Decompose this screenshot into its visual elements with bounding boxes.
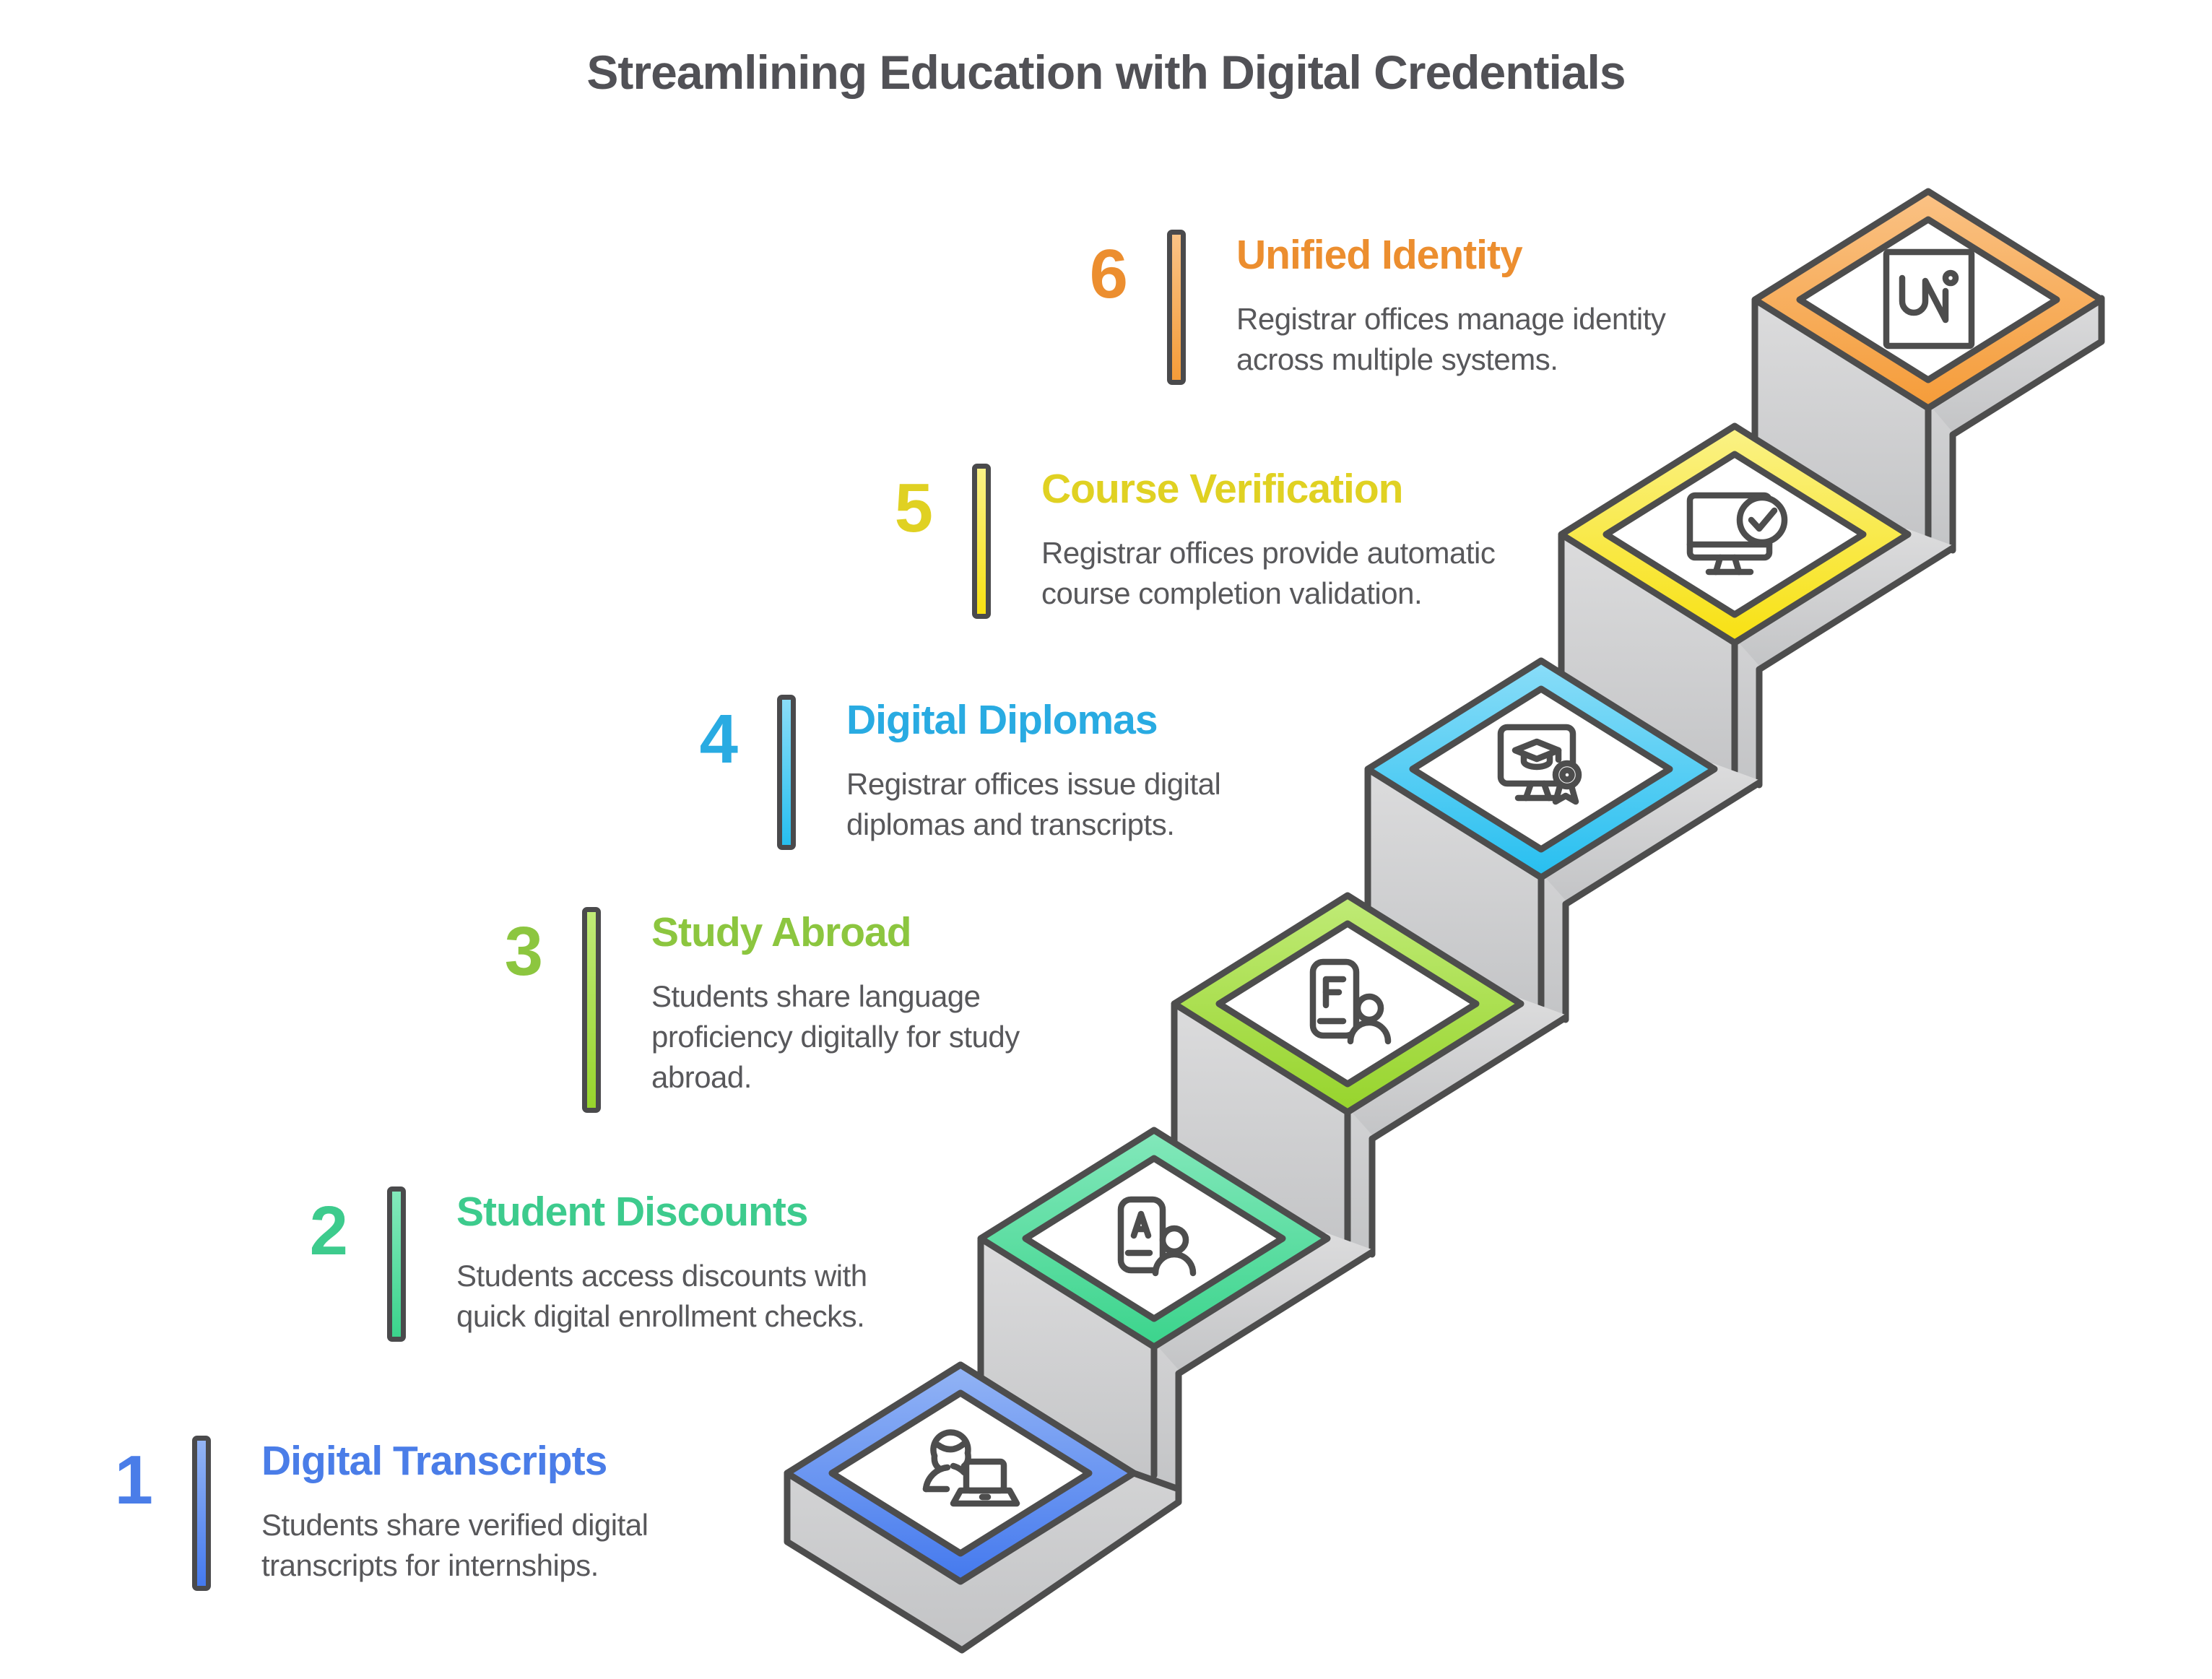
step-number: 4 [699,700,738,778]
step-accent-bar [777,695,796,850]
step-accent-bar [1167,230,1186,385]
step-number: 6 [1089,235,1128,313]
step-description: Students share language proficiency digi… [651,979,1020,1094]
id-card-f-person-icon [1309,958,1392,1045]
step-platform-5 [1558,422,1956,789]
step-item-1: 1 Digital Transcripts Students share ver… [82,1436,854,1591]
monitor-graduation-ribbon-icon [1497,724,1582,805]
step-item-3: 3 Study Abroad Students share language p… [472,907,1244,1113]
step-description: Registrar offices provide automatic cour… [1041,535,1496,610]
monitor-check-icon [1686,492,1788,576]
step-description: Students share verified digital transcri… [261,1507,649,1582]
step-item-5: 5 Course Verification Registrar offices … [862,464,1634,619]
step-title: Student Discounts [456,1189,809,1235]
step-title: Digital Transcripts [261,1438,607,1484]
step-title: Course Verification [1041,466,1404,512]
step-title: Digital Diplomas [846,697,1158,743]
step-number: 2 [309,1192,348,1270]
step-title: Unified Identity [1236,232,1523,278]
step-accent-bar [192,1436,211,1591]
page-title: Streamlining Education with Digital Cred… [586,45,1626,99]
step-item-2: 2 Student Discounts Students access disc… [277,1186,1049,1342]
step-item-6: 6 Unified Identity Registrar offices man… [1057,230,1829,385]
step-item-4: 4 Digital Diplomas Registrar offices iss… [667,695,1439,850]
step-platform-6 [1751,188,2105,554]
step-description: Registrar offices manage identity across… [1236,301,1666,376]
step-title: Study Abroad [651,909,912,955]
step-number: 3 [504,913,543,990]
id-card-a-person-icon [1117,1196,1197,1277]
step-description: Students access discounts with quick dig… [456,1258,867,1333]
student-laptop-icon [922,1429,1020,1507]
step-number: 1 [114,1441,153,1519]
step-description: Registrar offices issue digital diplomas… [846,766,1221,841]
step-number: 5 [894,469,933,547]
step-accent-bar [972,464,991,619]
step-platform-3 [1171,892,1569,1258]
uni-logo-icon [1883,248,1975,350]
step-accent-bar [582,907,601,1113]
step-accent-bar [387,1186,406,1342]
step-platform-1 [784,1361,1182,1654]
